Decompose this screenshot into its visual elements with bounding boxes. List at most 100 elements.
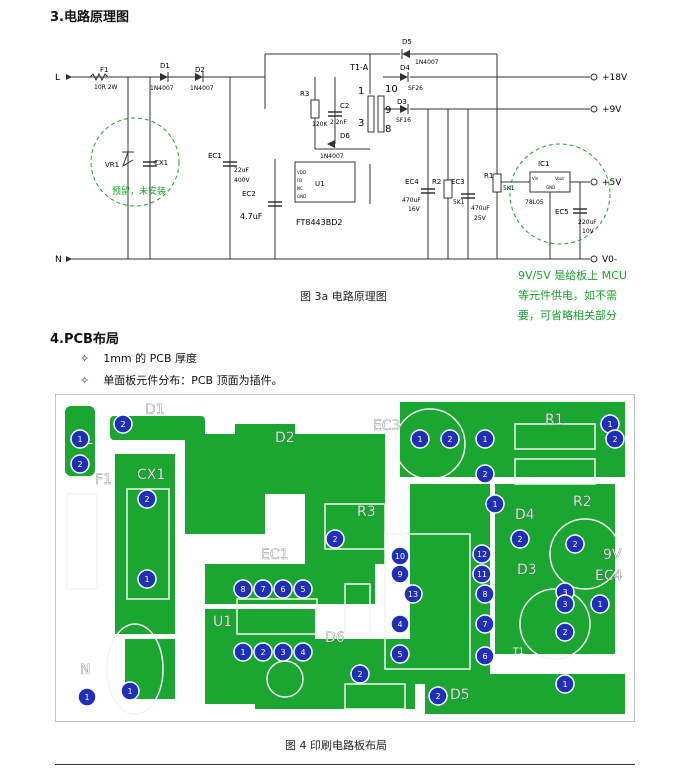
pcb-pad xyxy=(555,594,575,614)
r3-label: R3 xyxy=(300,90,309,98)
t1-label: T1-A xyxy=(349,63,369,72)
vr1-label: VR1 xyxy=(105,161,119,169)
pcb-pad xyxy=(233,579,253,599)
regulator-circle xyxy=(509,143,611,245)
pcb-caption: 图 4 印刷电路板布局 xyxy=(285,739,387,752)
rail-L: L xyxy=(55,73,60,83)
pcb-pad-number: 3 xyxy=(562,600,567,609)
pcb-label-n: N xyxy=(80,662,90,678)
u1-pin-1: VDD xyxy=(297,170,306,175)
ec5-value1: 220uF xyxy=(578,219,597,226)
ec3-value2: 25V xyxy=(474,215,487,222)
pcb-pad-number: 4 xyxy=(397,620,402,629)
bullet-item: ✧ 单面板元件分布：PCB 顶面为插件。 xyxy=(80,372,283,388)
diamond-bullet-icon: ✧ xyxy=(80,373,90,387)
f1-value: 10R 2W xyxy=(94,84,118,91)
pcb-pad xyxy=(410,429,430,449)
pcb-label-ec4: EC4 xyxy=(595,568,623,584)
schematic-caption: 图 3a 电路原理图 xyxy=(300,290,387,303)
pcb-pad-number: 9 xyxy=(397,570,402,579)
pcb-label-d2: D2 xyxy=(275,430,295,446)
c2-value: 2.2nF xyxy=(330,119,347,126)
bullet-item: ✧ 1mm 的 PCB 厚度 xyxy=(80,350,197,366)
pcb-pad xyxy=(390,564,410,584)
pcb-pad-number: 2 xyxy=(435,692,440,701)
f1-label: F1 xyxy=(100,66,108,74)
pcb-pad xyxy=(293,642,313,662)
ec1-value1: 22uF xyxy=(234,167,249,174)
pcb-pad-number: 13 xyxy=(408,590,418,599)
ec2-value: 4.7uF xyxy=(240,212,263,221)
c2-label: C2 xyxy=(340,102,349,110)
pcb-pad-number: 7 xyxy=(260,585,265,594)
r1-label: R1 xyxy=(484,172,493,180)
d1-value: 1N4007 xyxy=(150,85,174,92)
pcb-pad xyxy=(485,494,505,514)
regulator-note: 9V/5V 是给板上 MCU 等元件供电，如不需 要，可省略相关部分 xyxy=(518,266,627,326)
ec5-value2: 10V xyxy=(582,228,595,235)
pcb-pad xyxy=(120,681,140,701)
bullet-text-2: 单面板元件分布：PCB 顶面为插件。 xyxy=(103,374,283,387)
pcb-pad xyxy=(70,429,90,449)
pcb-pad-number: 3 xyxy=(562,588,567,597)
pcb-pad xyxy=(475,614,495,634)
pcb-pad xyxy=(253,579,273,599)
pcb-pad-number: 1 xyxy=(77,435,82,444)
ec4-value1: 470uF xyxy=(402,197,421,204)
pcb-pad xyxy=(472,544,492,564)
d6-label: D6 xyxy=(340,132,350,140)
ic1-label: IC1 xyxy=(538,160,549,168)
u1-pin-2: FB xyxy=(297,178,302,183)
pcb-label-d1: D1 xyxy=(145,402,165,418)
pcb-pad xyxy=(403,584,423,604)
pcb-pad xyxy=(293,579,313,599)
pcb-pad-number: 6 xyxy=(482,652,487,661)
ic1-gnd: GND xyxy=(546,185,555,190)
pcb-pad xyxy=(390,644,410,664)
d2-value: 1N4007 xyxy=(190,85,214,92)
t1-pin8: 8 xyxy=(385,124,391,135)
pcb-label-r3: R3 xyxy=(357,504,376,520)
pcb-label-ec3: EC3 xyxy=(373,418,401,434)
pcb-pad-number: 2 xyxy=(482,470,487,479)
d2-label: D2 xyxy=(195,66,205,74)
pcb-pad xyxy=(475,646,495,666)
pcb-pad xyxy=(428,686,448,706)
pcb-pad xyxy=(440,429,460,449)
diamond-bullet-icon: ✧ xyxy=(80,351,90,365)
pcb-pad xyxy=(390,614,410,634)
pcb-label-r1: R1 xyxy=(545,412,564,428)
circuit-schematic: L N +18V +9V +5V V0- F1 10R 2W D1 1N4007… xyxy=(55,38,628,265)
pcb-pad-number: 3 xyxy=(280,648,285,657)
ec1-value2: 400V xyxy=(234,177,250,184)
pcb-pad-number: 2 xyxy=(447,435,452,444)
ec3-label: EC3 xyxy=(451,178,465,186)
pcb-pad-number: 1 xyxy=(492,500,497,509)
section-3-title: 3.电路原理图 xyxy=(50,10,129,25)
pcb-pad-number: 5 xyxy=(300,585,305,594)
cx1-label: CX1 xyxy=(154,159,168,167)
pcb-pad xyxy=(475,584,495,604)
pcb-pad-number: 12 xyxy=(477,550,487,559)
pcb-label-ec1: EC1 xyxy=(261,547,289,563)
pcb-pad-number: 1 xyxy=(417,435,422,444)
pcb-pad xyxy=(565,534,585,554)
rail-5v: +5V xyxy=(602,178,622,188)
d3-value: SF16 xyxy=(396,117,411,124)
pcb-pad-number: 5 xyxy=(397,650,402,659)
pcb-pad xyxy=(137,569,157,589)
pcb-label-d4: D4 xyxy=(515,507,535,523)
ic1-part: 78L05 xyxy=(525,199,544,206)
reserve-note: 预留，未安装 xyxy=(112,185,166,197)
pcb-pad-number: 8 xyxy=(240,585,245,594)
bottom-divider xyxy=(55,764,635,765)
bullet-text-1: 1mm 的 PCB 厚度 xyxy=(103,352,197,365)
pcb-pad xyxy=(113,414,133,434)
pcb-pad xyxy=(472,564,492,584)
pcb-pad-number: 2 xyxy=(517,535,522,544)
pcb-pad-number: 2 xyxy=(562,628,567,637)
pcb-label-r2: R2 xyxy=(573,494,592,510)
pcb-pad xyxy=(233,642,253,662)
d4-label: D4 xyxy=(400,64,410,72)
reserve-circle xyxy=(90,117,180,207)
